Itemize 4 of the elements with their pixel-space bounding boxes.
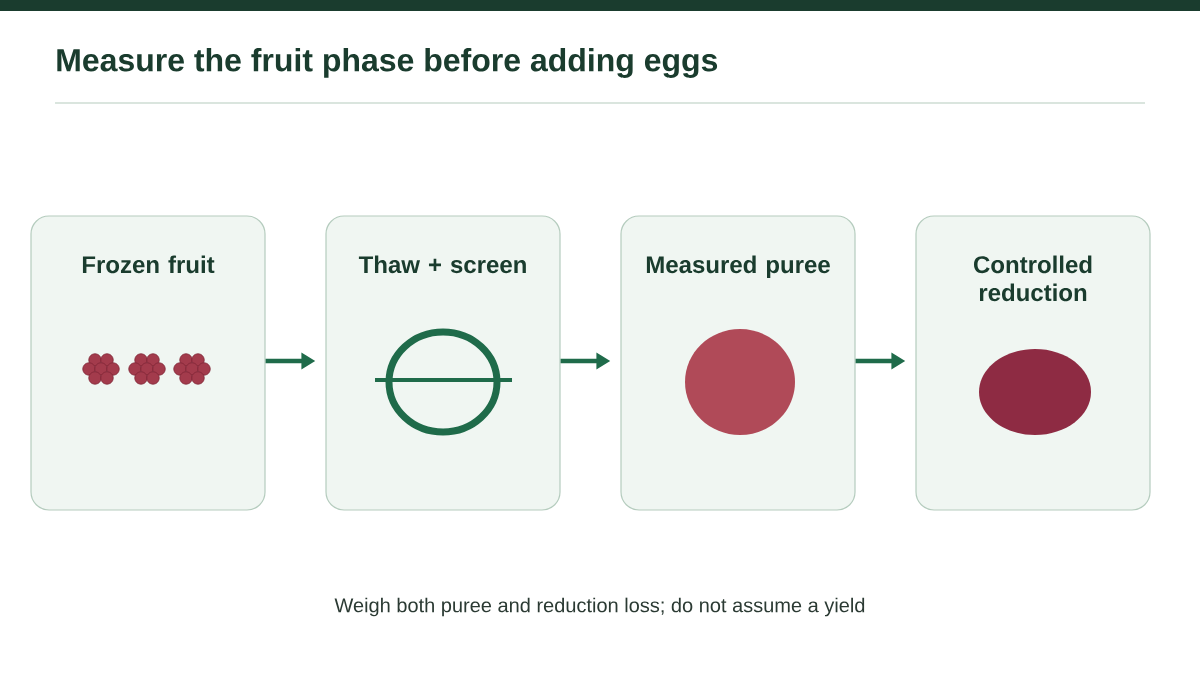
title: Measure the fruit phase before adding eggs bbox=[57, 48, 718, 78]
caption: Weigh both puree and reduction loss; do not assume a yield bbox=[334, 597, 865, 617]
step-box: Thaw + screen bbox=[325, 215, 561, 511]
step-box: Frozen fruit bbox=[30, 215, 266, 511]
